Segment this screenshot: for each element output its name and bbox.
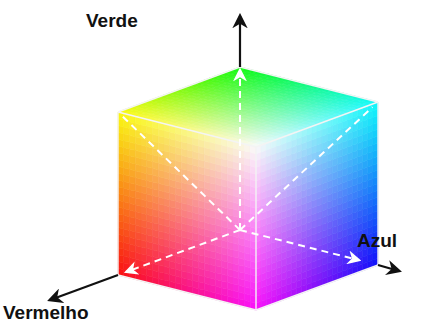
cube-edge xyxy=(117,112,118,275)
dashed-axis xyxy=(240,107,372,230)
dashed-axes xyxy=(123,70,373,272)
cube-edges xyxy=(118,67,378,310)
dashed-axis xyxy=(127,230,240,272)
outer-axes xyxy=(50,16,399,300)
axis-arrow xyxy=(378,265,399,271)
axis-arrow xyxy=(239,16,241,67)
cube-edge xyxy=(256,265,378,310)
cube-edge xyxy=(255,147,256,310)
axis-label: Azul xyxy=(357,231,397,252)
axis-arrow xyxy=(50,275,118,300)
cube-edge xyxy=(256,102,378,147)
axis-label: Vermelho xyxy=(3,303,89,324)
cube-edge xyxy=(240,67,378,102)
cube-edge xyxy=(118,275,256,310)
cube-faces xyxy=(118,67,378,310)
dashed-axis xyxy=(239,70,241,230)
axis-label: Verde xyxy=(86,11,138,32)
cube-edge xyxy=(118,67,240,112)
dashed-axis xyxy=(123,117,240,230)
dashed-axis xyxy=(240,230,359,260)
cube-edge xyxy=(118,112,256,147)
